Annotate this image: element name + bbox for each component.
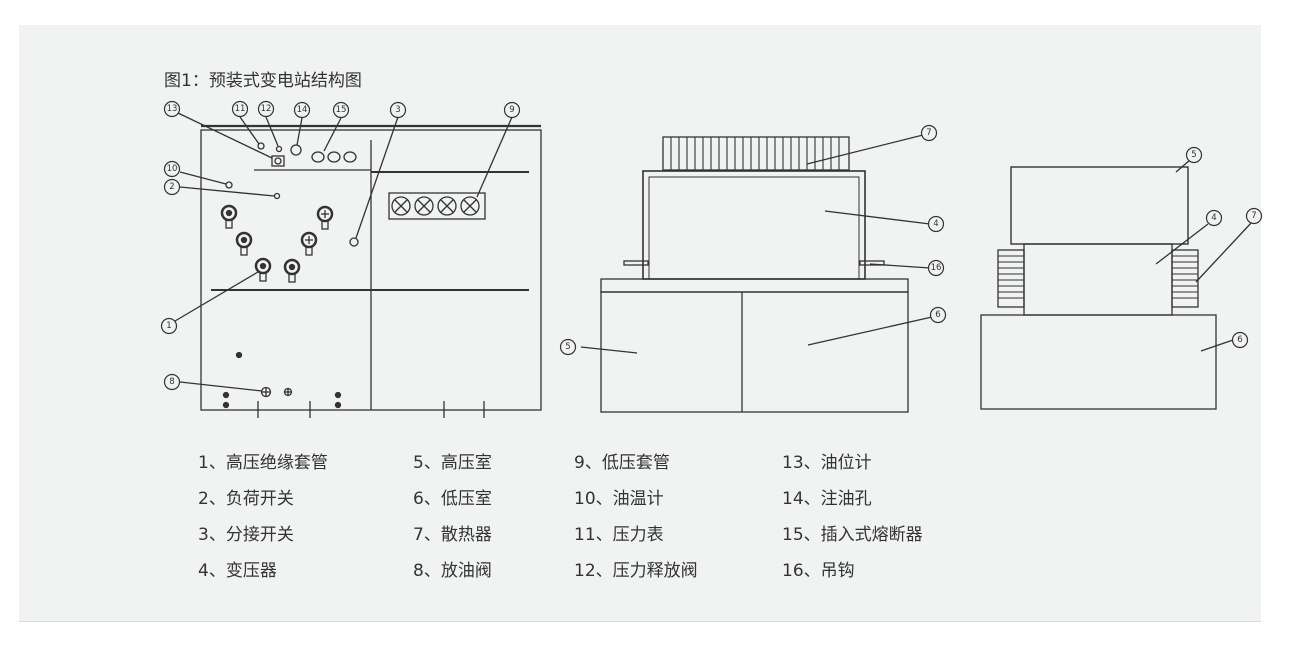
radiator-icon (1171, 249, 1199, 308)
radiator-icon (997, 249, 1025, 308)
callout-13: 13 (167, 104, 178, 114)
legend: 1、高压绝缘套管 5、高压室 9、低压套管 13、油位计 2、负荷开关 6、低压… (198, 452, 982, 596)
fuse-icons (311, 151, 357, 163)
oil-level-gauge-icon (271, 155, 285, 167)
callout-6: 6 (935, 310, 940, 320)
callout-12: 12 (261, 104, 272, 114)
legend-item: 4、变压器 (198, 561, 277, 581)
callout-11: 11 (235, 104, 246, 114)
callout-4: 4 (1211, 213, 1216, 223)
hook-icon (859, 260, 885, 266)
oil-thermometer-icon (225, 181, 233, 189)
legend-item: 12、压力释放阀 (574, 561, 698, 581)
hook-icon (623, 260, 649, 266)
legend-item: 11、压力表 (574, 525, 664, 545)
callout-16: 16 (931, 263, 942, 273)
legend-item: 8、放油阀 (413, 561, 492, 581)
oil-drain-valve-icons (222, 351, 342, 409)
callout-2: 2 (169, 182, 174, 192)
tap-changer-icon (349, 237, 359, 247)
legend-item: 6、低压室 (413, 489, 492, 509)
callout-10: 10 (167, 164, 178, 174)
legend-item: 16、吊钩 (782, 561, 855, 581)
legend-item: 15、插入式熔断器 (782, 525, 923, 545)
legend-item: 2、负荷开关 (198, 489, 294, 509)
callout-5: 5 (1191, 150, 1196, 160)
callout-7: 7 (1251, 211, 1256, 221)
callout-6: 6 (1237, 335, 1242, 345)
legend-item: 10、油温计 (574, 489, 664, 509)
legend-item: 5、高压室 (413, 453, 492, 473)
callout-8: 8 (169, 377, 174, 387)
legend-item: 1、高压绝缘套管 (198, 453, 328, 473)
legend-item: 14、注油孔 (782, 489, 872, 509)
callout-1: 1 (166, 321, 171, 331)
lv-bushing-icons (388, 192, 486, 220)
legend-item: 3、分接开关 (198, 525, 294, 545)
callout-3: 3 (395, 105, 400, 115)
callout-5: 5 (565, 342, 570, 352)
side-view (580, 134, 933, 413)
callout-14: 14 (297, 105, 308, 115)
figure-panel (19, 25, 1261, 622)
legend-item: 7、散热器 (413, 525, 492, 545)
callout-9: 9 (509, 105, 514, 115)
pressure-gauge-icon (257, 142, 265, 150)
oil-fill-hole-icon (290, 144, 302, 156)
radiator-icon (662, 136, 850, 171)
end-view (980, 159, 1253, 410)
figure-title: 图1：预装式变电站结构图 (164, 71, 362, 91)
legend-item: 13、油位计 (782, 453, 872, 473)
legend-item: 9、低压套管 (574, 453, 670, 473)
load-switch-icon (273, 192, 281, 200)
hv-bushing-icons (220, 204, 334, 283)
front-view (174, 112, 542, 418)
callout-7: 7 (926, 128, 931, 138)
callout-15: 15 (336, 105, 347, 115)
pressure-relief-valve-icon (275, 145, 283, 153)
callout-4: 4 (933, 219, 938, 229)
